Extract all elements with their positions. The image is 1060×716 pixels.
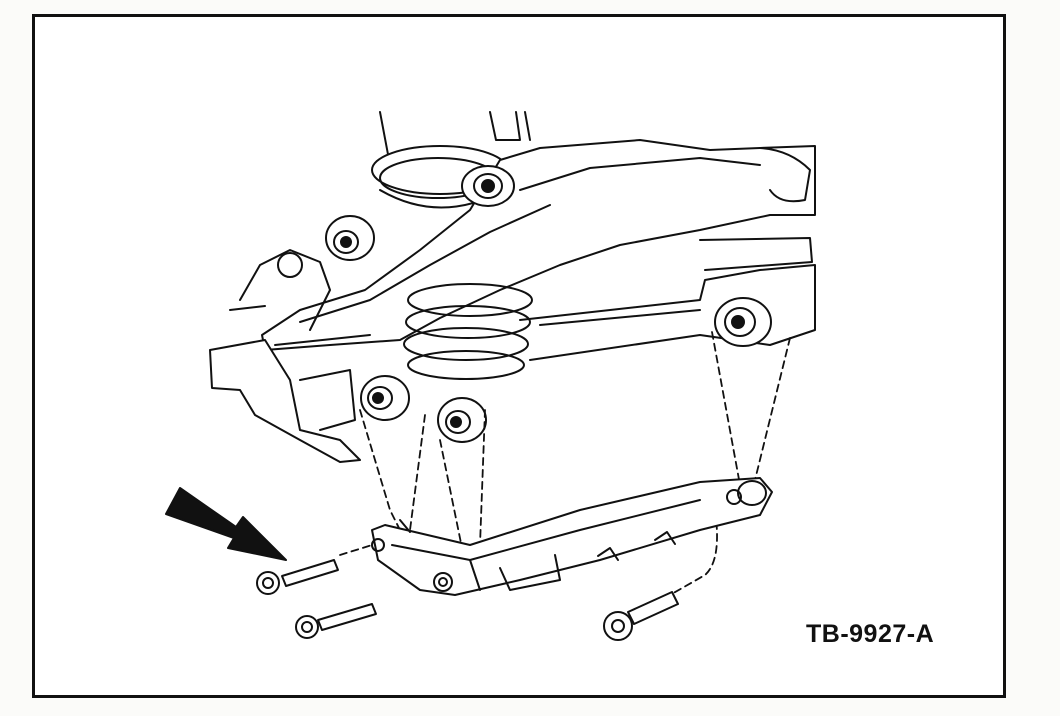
upper-control-arm [261,139,816,351]
pivot-bushing-left [360,375,410,421]
upper-arm-bushing-front [461,165,515,207]
pointer-arrow-icon [165,487,287,561]
bolt-upper-left [256,559,339,595]
bolt-lower-left [295,603,377,639]
pivot-bushing-right [714,297,772,347]
lower-control-arm [371,477,773,596]
figure-id-label: TB-9927-A [806,620,935,648]
upper-arm-bushing-rear [325,215,375,261]
knuckle [209,249,361,463]
pivot-bushing-center [437,397,487,443]
coil-spring [403,283,533,380]
bolt-right [603,591,679,641]
